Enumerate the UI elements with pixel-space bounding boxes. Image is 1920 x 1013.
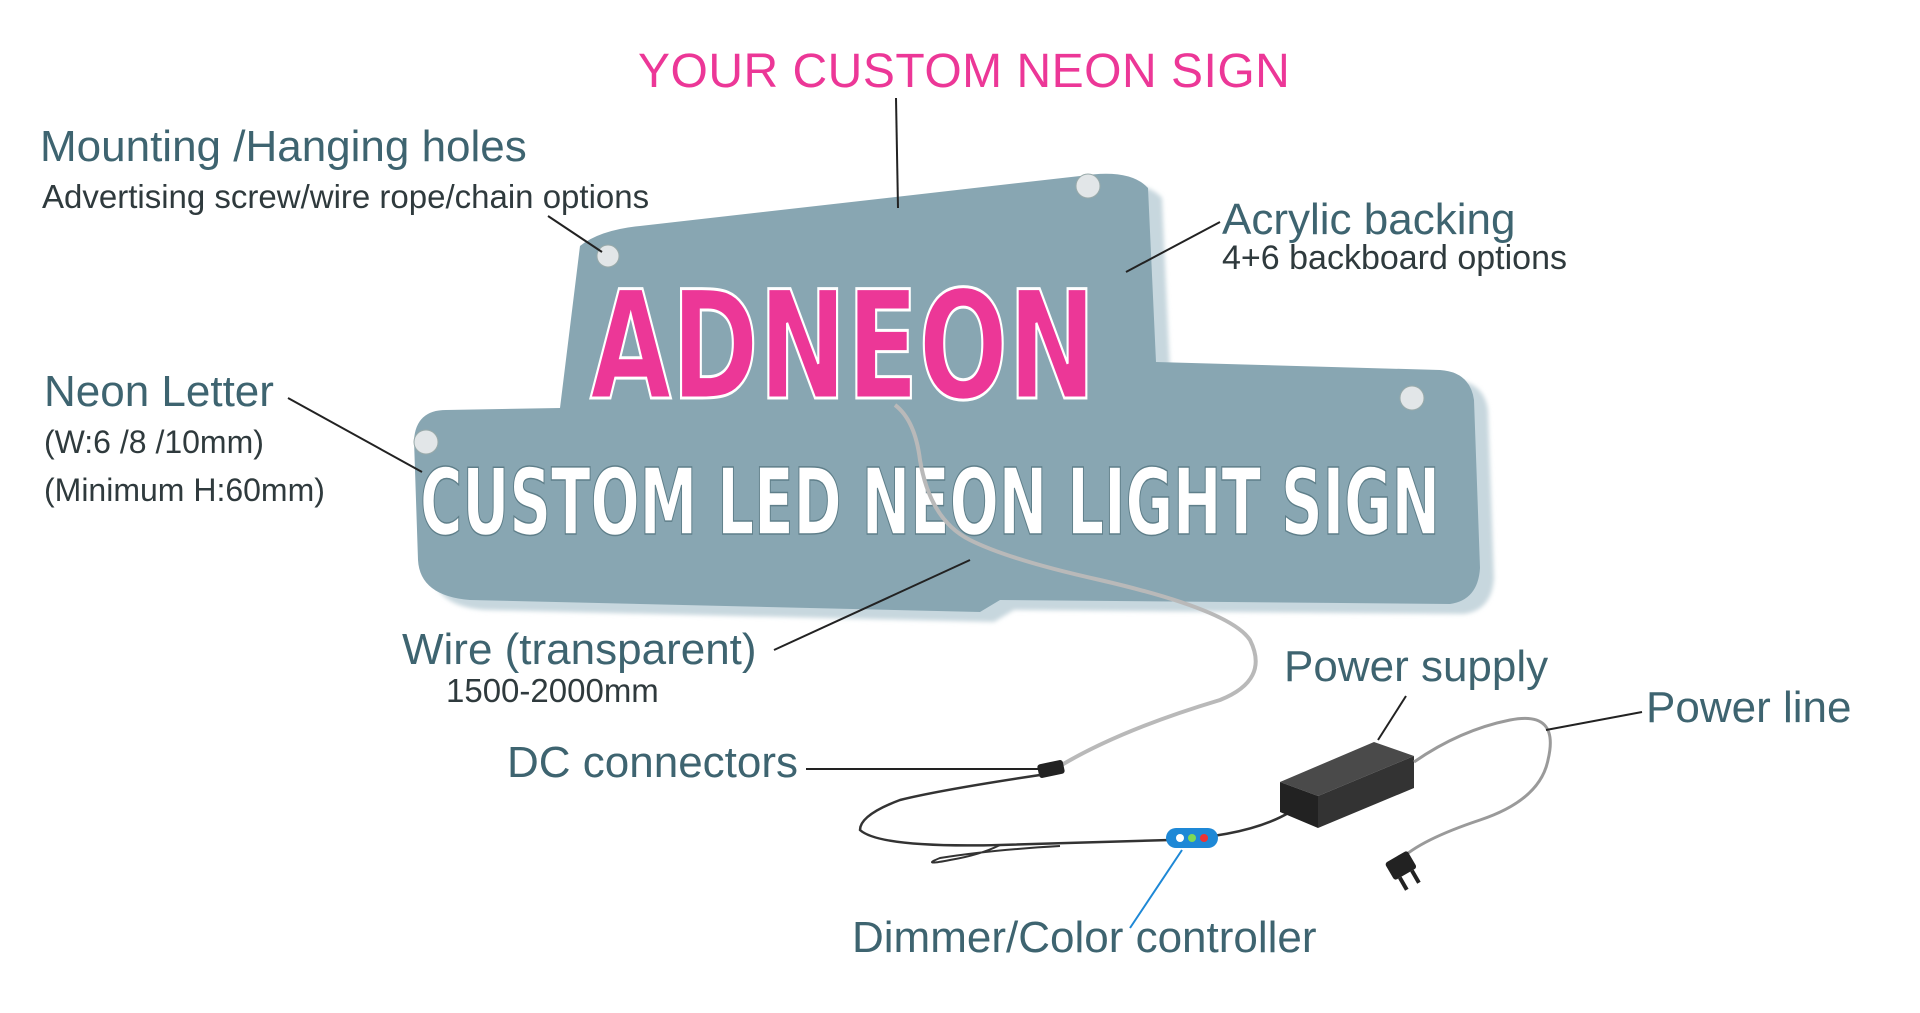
acrylic-backing-sublabel: 4+6 backboard options <box>1222 239 1567 277</box>
mounting-holes-sublabel: Advertising screw/wire rope/chain option… <box>42 178 650 215</box>
wire-length-sublabel: 1500-2000mm <box>446 672 659 709</box>
plug-icon <box>1385 851 1421 891</box>
power-supply-icon <box>1280 742 1414 828</box>
transparent-wire <box>893 403 1258 768</box>
dimmer-controller-label: Dimmer/Color controller <box>852 913 1317 962</box>
diagram-title: YOUR CUSTOM NEON SIGN <box>638 45 1291 98</box>
mounting-holes-label: Mounting /Hanging holes <box>40 122 527 171</box>
power-line-label: Power line <box>1646 683 1852 732</box>
neon-letter-label: Neon Letter <box>44 367 274 416</box>
acrylic-backing-label: Acrylic backing <box>1222 195 1516 244</box>
hanging-hole-icon <box>413 173 1425 455</box>
power-line-cable <box>1398 716 1552 862</box>
sign-sub-text: CUSTOM LED NEON LIGHT SIGN <box>420 449 1440 556</box>
dc-connectors-label: DC connectors <box>507 738 799 787</box>
dc-cable <box>858 773 1291 847</box>
cable-tail <box>931 844 1061 864</box>
neon-letter-height: (Minimum H:60mm) <box>44 472 325 508</box>
power-supply-label: Power supply <box>1284 642 1549 691</box>
controller-icon <box>1166 828 1218 848</box>
neon-letter-width: (W:6 /8 /10mm) <box>44 424 264 460</box>
dc-connector-icon <box>1037 760 1065 778</box>
wire-label: Wire (transparent) <box>402 625 757 674</box>
callout-lines <box>287 97 1643 929</box>
sign-main-text: ADNEON <box>590 260 1096 434</box>
acrylic-backing <box>414 173 1480 612</box>
